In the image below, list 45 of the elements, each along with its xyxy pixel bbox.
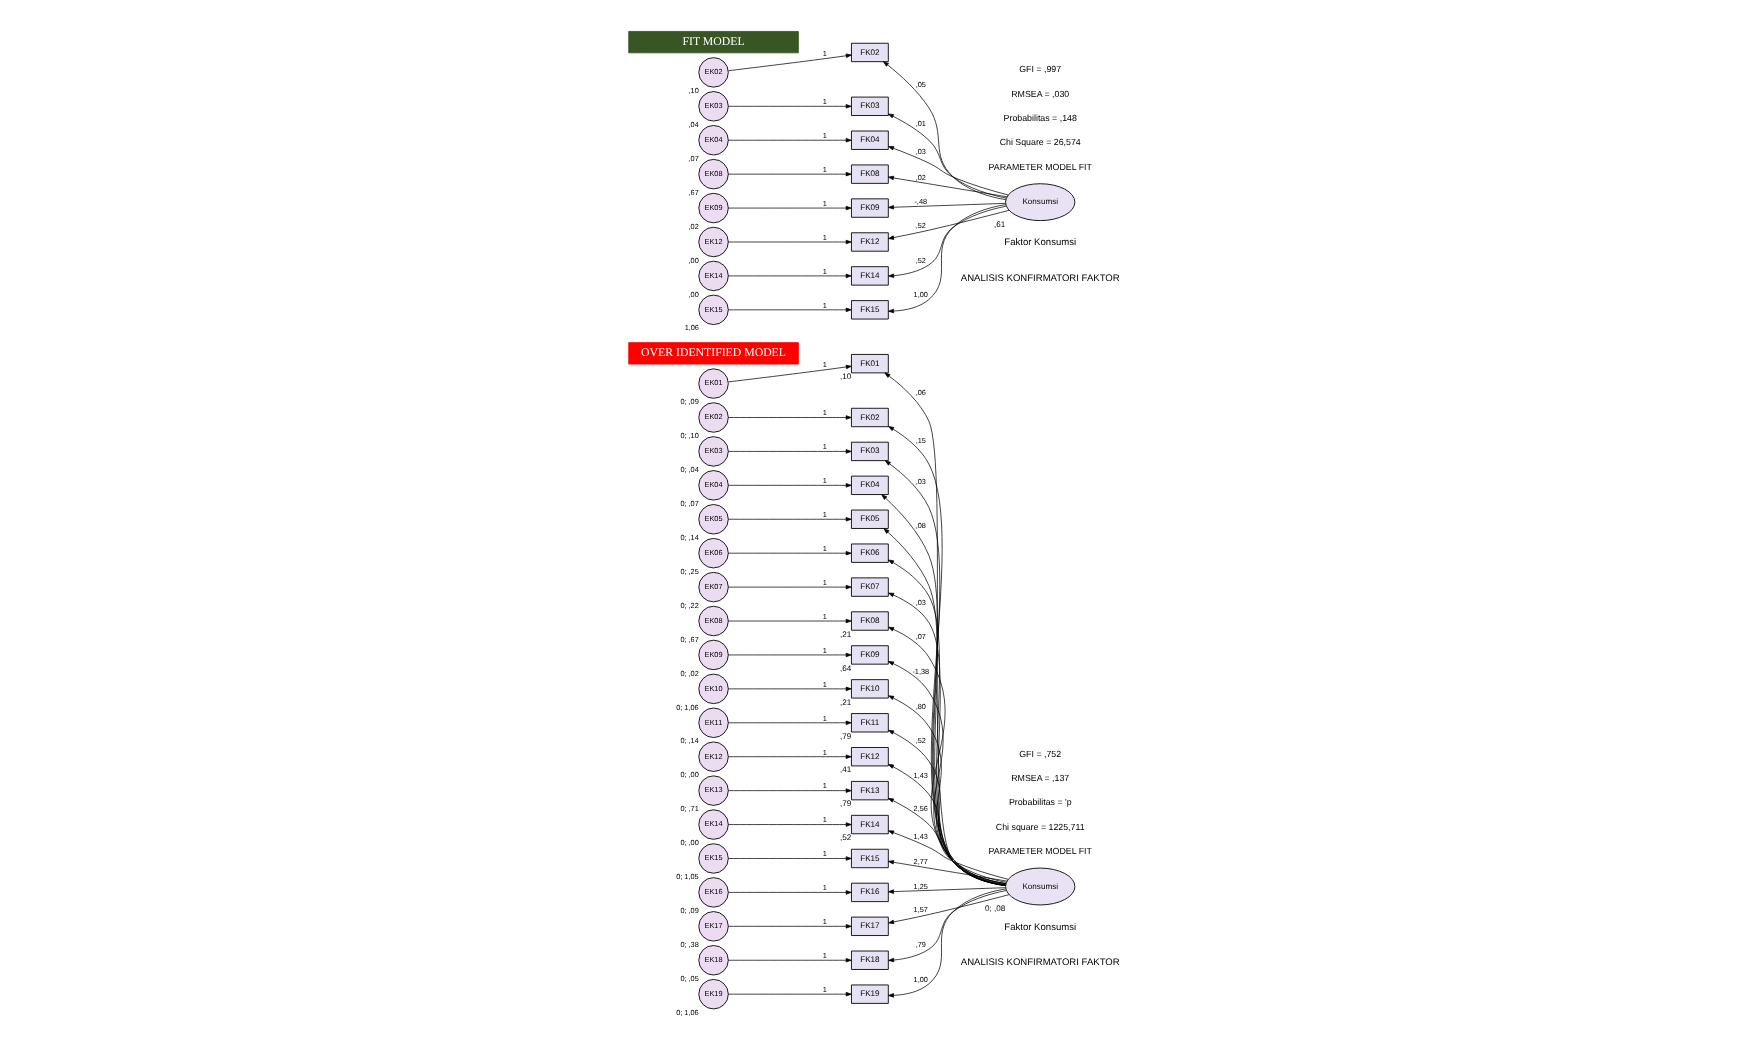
arrow (726, 992, 851, 997)
arrow (887, 890, 1006, 963)
arrow (726, 958, 851, 963)
arrow (726, 551, 851, 556)
arrow (887, 695, 1005, 886)
arrow (726, 618, 851, 624)
arrow (887, 830, 1008, 880)
arrow (887, 175, 1007, 198)
arrow (887, 204, 1006, 314)
arrow (887, 894, 1009, 925)
arrow (726, 890, 851, 895)
arrow (726, 415, 851, 420)
arrow (882, 61, 1006, 201)
arrow (726, 686, 851, 692)
arrow (726, 239, 851, 245)
arrow (886, 797, 1006, 883)
arrow (887, 729, 1005, 885)
arrow (887, 887, 1005, 894)
arrow (887, 888, 1006, 998)
arrow (726, 307, 851, 312)
arrow (726, 924, 851, 929)
arrow (887, 209, 1009, 240)
arrow (726, 754, 851, 759)
arrow (727, 53, 851, 72)
arrow (726, 104, 851, 109)
arrow (887, 203, 1005, 210)
arrow (726, 720, 851, 725)
arrow (887, 146, 1008, 196)
arrow (727, 364, 851, 383)
arrow (726, 483, 851, 488)
arrow (726, 856, 851, 861)
arrow (887, 860, 1007, 882)
arrow (726, 138, 851, 143)
arrow (726, 449, 851, 454)
arrow (726, 822, 851, 827)
arrow (887, 764, 1006, 885)
arrow (887, 205, 1006, 278)
arrow (726, 584, 851, 590)
arrow (726, 517, 851, 522)
arrow (726, 171, 851, 177)
arrow (726, 652, 851, 658)
arrow (726, 205, 851, 211)
arrow (726, 788, 851, 793)
arrow (726, 273, 851, 279)
arrow (886, 113, 1006, 199)
